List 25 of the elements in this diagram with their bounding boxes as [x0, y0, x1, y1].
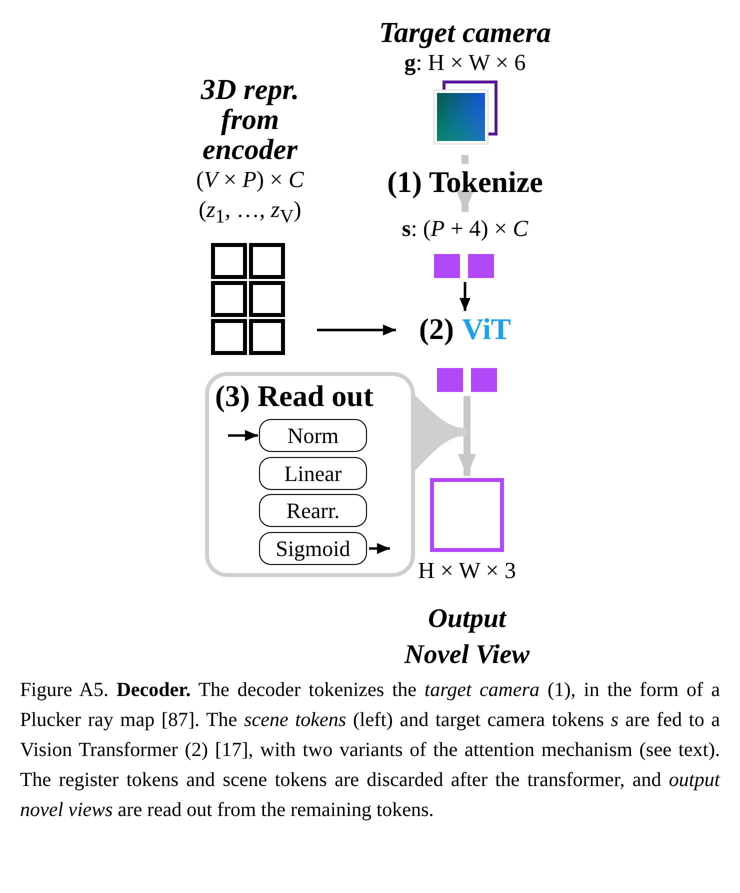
connector-line	[462, 155, 468, 164]
layer-box: Rearr.	[259, 494, 367, 527]
dimension-label: (V × P) × C	[196, 166, 304, 194]
arrow	[456, 190, 474, 212]
dimension-label: H × W × 3	[418, 557, 516, 585]
step-label: ViT	[462, 313, 511, 347]
token-label: (z$_{1}$, …, z$_{V}$)	[198, 196, 302, 230]
step-label: (3) Read out	[215, 380, 374, 414]
arrow	[458, 396, 476, 476]
layer-box: Norm	[259, 419, 367, 452]
heading: 3D repr. from encoder	[200, 75, 300, 165]
arrow	[228, 430, 258, 441]
layer-box: Sigmoid	[259, 532, 367, 565]
layer-box: Linear	[259, 457, 367, 490]
dimension-label: s: (P + 4) × C	[402, 215, 528, 243]
step-number: (2)	[419, 313, 454, 347]
step-label: (1) Tokenize	[387, 166, 543, 200]
dimension-label: g: H × W × 6	[404, 49, 526, 78]
group-panel	[205, 372, 415, 577]
arrow	[369, 543, 390, 554]
caption: Figure A5. Decoder. The decoder tokenizes the target camera (1), in the form of a Plucker ray map [87]. The scene tokens (left) and target camera tokens s are fed to a Vision Transformer (2) [17], with two variants of the attention mechanism (see text). The register tokens and scene tokens are discarded after the transformer, and output novel views are read out from the remaining tokens.	[20, 678, 720, 823]
arrow	[317, 324, 396, 336]
arrow	[460, 282, 470, 311]
heading: Target camera	[378, 18, 552, 48]
heading: Output Novel View	[403, 602, 531, 671]
